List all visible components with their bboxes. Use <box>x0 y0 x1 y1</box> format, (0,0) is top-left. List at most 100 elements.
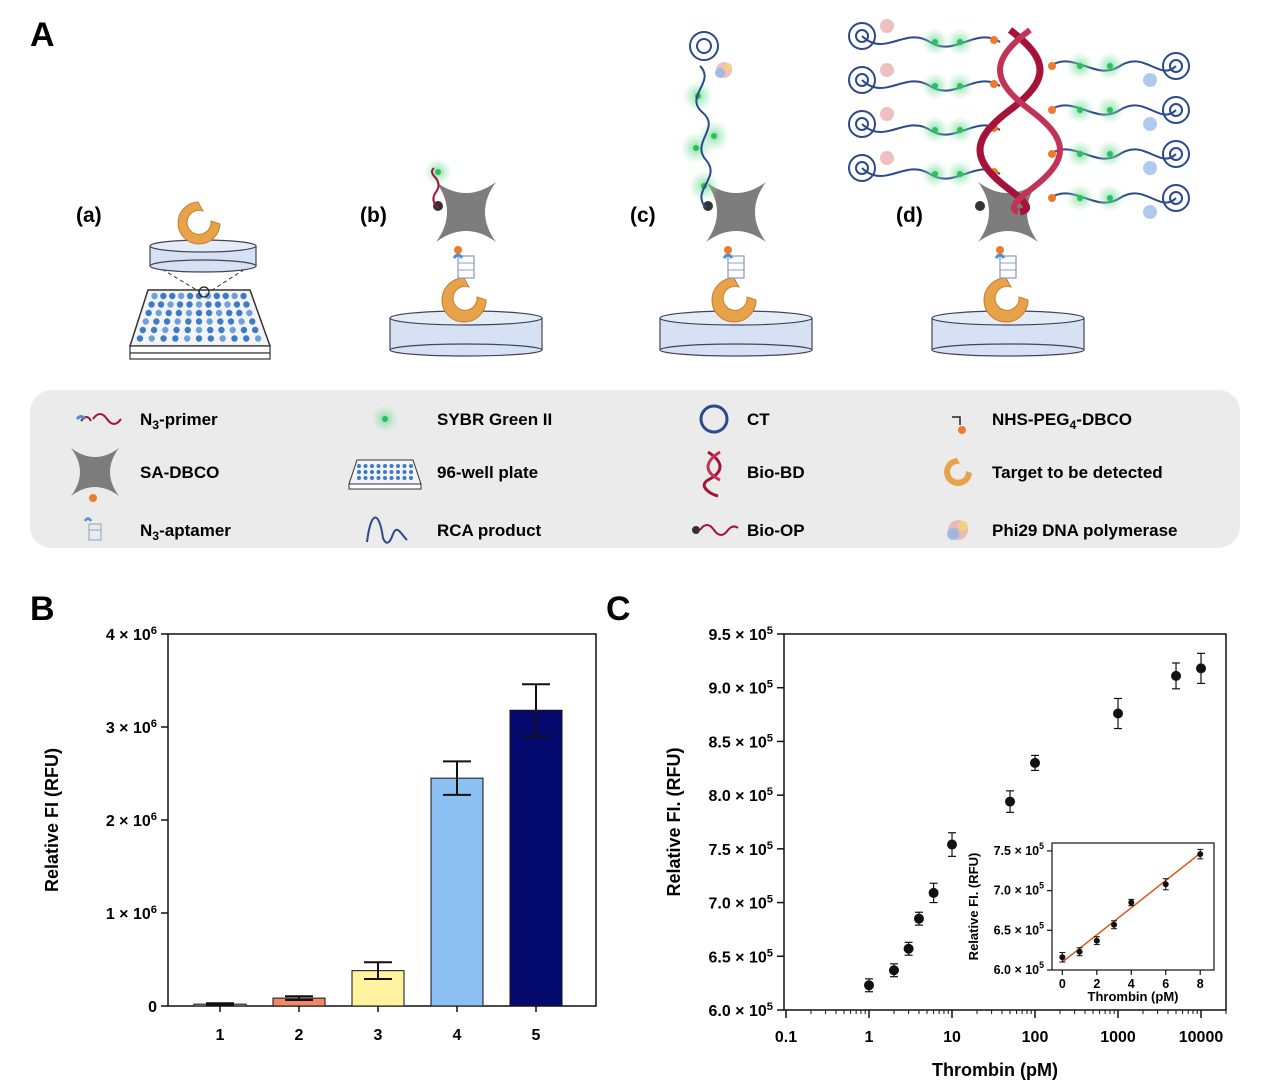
well-dot <box>185 309 193 317</box>
well-dot <box>249 318 256 325</box>
sybr-green-icon <box>1077 195 1083 201</box>
well-dot <box>205 309 213 317</box>
well-dot <box>195 326 203 334</box>
dbco-dot <box>975 201 985 211</box>
ct-circle-icon <box>848 154 876 182</box>
well-dot <box>215 309 223 317</box>
well-dot <box>167 301 174 308</box>
well-dot <box>186 301 193 308</box>
data-point <box>1093 937 1100 944</box>
y-tick-label: 6.5 × 105 <box>708 947 773 966</box>
nhs-dot <box>990 36 998 44</box>
y-tick-label: 7.0 × 105 <box>994 881 1045 898</box>
data-point <box>1076 948 1083 955</box>
dbco-dot <box>703 201 713 211</box>
well-dot <box>195 335 203 342</box>
capture-stack <box>433 182 496 323</box>
phi29-polymerase-icon <box>947 520 968 540</box>
x-tick-label: 6 <box>1162 977 1169 991</box>
phi29-polymerase-icon <box>880 151 894 165</box>
data-point <box>1197 851 1204 858</box>
sybr-green-icon <box>932 83 938 89</box>
ct-circle-icon <box>1162 52 1190 80</box>
data-point <box>1030 757 1041 768</box>
phi29-polymerase-icon <box>880 63 894 77</box>
x-tick-label: 0.1 <box>775 1029 797 1046</box>
well-dot <box>186 292 194 300</box>
error-bar-1 <box>206 1002 234 1007</box>
error-bar-2 <box>285 995 313 1001</box>
sa-dbco-icon <box>706 182 766 242</box>
well-dot <box>175 309 183 317</box>
nhs-dot <box>1048 62 1056 70</box>
panel-letter-b: B <box>30 590 55 628</box>
n3-aptamer-icon <box>457 255 475 279</box>
x-tick-label: 1 <box>216 1027 225 1044</box>
target-icon <box>441 277 487 323</box>
x-axis-title: Thrombin (pM) <box>932 1060 1058 1080</box>
well-dot <box>150 326 158 334</box>
x-tick-label: 2 <box>295 1027 304 1044</box>
well-dot <box>243 335 250 342</box>
legend-label: CT <box>747 410 770 429</box>
well-dot <box>207 326 214 334</box>
well-dot <box>162 326 169 334</box>
well-dot <box>238 318 245 325</box>
plot-frame <box>783 633 1227 1011</box>
step-b-primer <box>424 158 452 209</box>
legend-label: RCA product <box>437 521 542 540</box>
fit-line <box>1061 852 1201 963</box>
y-tick-label: 4 × 106 <box>106 625 157 644</box>
bar-5 <box>509 709 563 1007</box>
well-dot <box>157 301 165 308</box>
data-point <box>928 887 939 898</box>
well-dot <box>151 292 158 300</box>
n3-aptamer-icon <box>999 255 1017 279</box>
bar-4 <box>430 777 484 1007</box>
panel-c: C 6.0 × 105 6.5 × 105 7.0 × 105 7.5 × 105 8.… <box>606 590 1227 1080</box>
well-zoom-disk <box>149 239 257 273</box>
well-plate-icon <box>128 289 272 360</box>
step-label-b: (b) <box>360 204 387 227</box>
well-dot <box>231 292 238 300</box>
step-a-illustration <box>128 201 272 360</box>
panel-letter-c: C <box>606 590 631 628</box>
ct-circle-icon <box>848 66 876 94</box>
data-point <box>864 980 875 991</box>
well-dot <box>195 292 203 300</box>
n3-primer-icon <box>75 413 122 425</box>
well-dot <box>139 326 147 334</box>
y-tick-label: 8.0 × 105 <box>708 786 773 805</box>
sybr-green-icon <box>957 127 963 133</box>
sybr-green-icon <box>932 39 938 45</box>
legend-label: SA-DBCO <box>140 463 219 482</box>
well-dot <box>136 335 144 342</box>
target-icon <box>944 458 972 486</box>
well-dot <box>160 292 167 300</box>
y-tick-label: 7.5 × 105 <box>708 840 773 859</box>
data-point <box>1128 899 1135 906</box>
y-tick-label: 2 × 106 <box>106 811 157 830</box>
well-dot <box>145 309 152 317</box>
sybr-green-icon <box>1107 195 1113 201</box>
phi29-polymerase-icon <box>880 19 894 33</box>
phi29-polymerase-icon <box>880 107 894 121</box>
well-dot <box>218 326 225 334</box>
y-tick-label: 6.0 × 105 <box>994 960 1045 977</box>
panel-letter-a: A <box>30 16 55 54</box>
well-dot <box>233 301 241 308</box>
inset-x-axis-title: Thrombin (pM) <box>1088 989 1179 1004</box>
x-tick-label: 2 <box>1093 977 1100 991</box>
bio-op-icon <box>692 524 739 536</box>
well-dot <box>229 326 236 334</box>
y-tick-label: 7.0 × 105 <box>708 894 773 913</box>
well-dot <box>195 318 203 325</box>
legend-label: Bio-OP <box>747 521 805 540</box>
x-tick-label: 10000 <box>1179 1029 1224 1046</box>
well-dot <box>206 318 213 325</box>
sybr-green-icon <box>1107 107 1113 113</box>
legend-label: N3-primer <box>140 410 218 432</box>
step-d-rca <box>848 19 1190 219</box>
